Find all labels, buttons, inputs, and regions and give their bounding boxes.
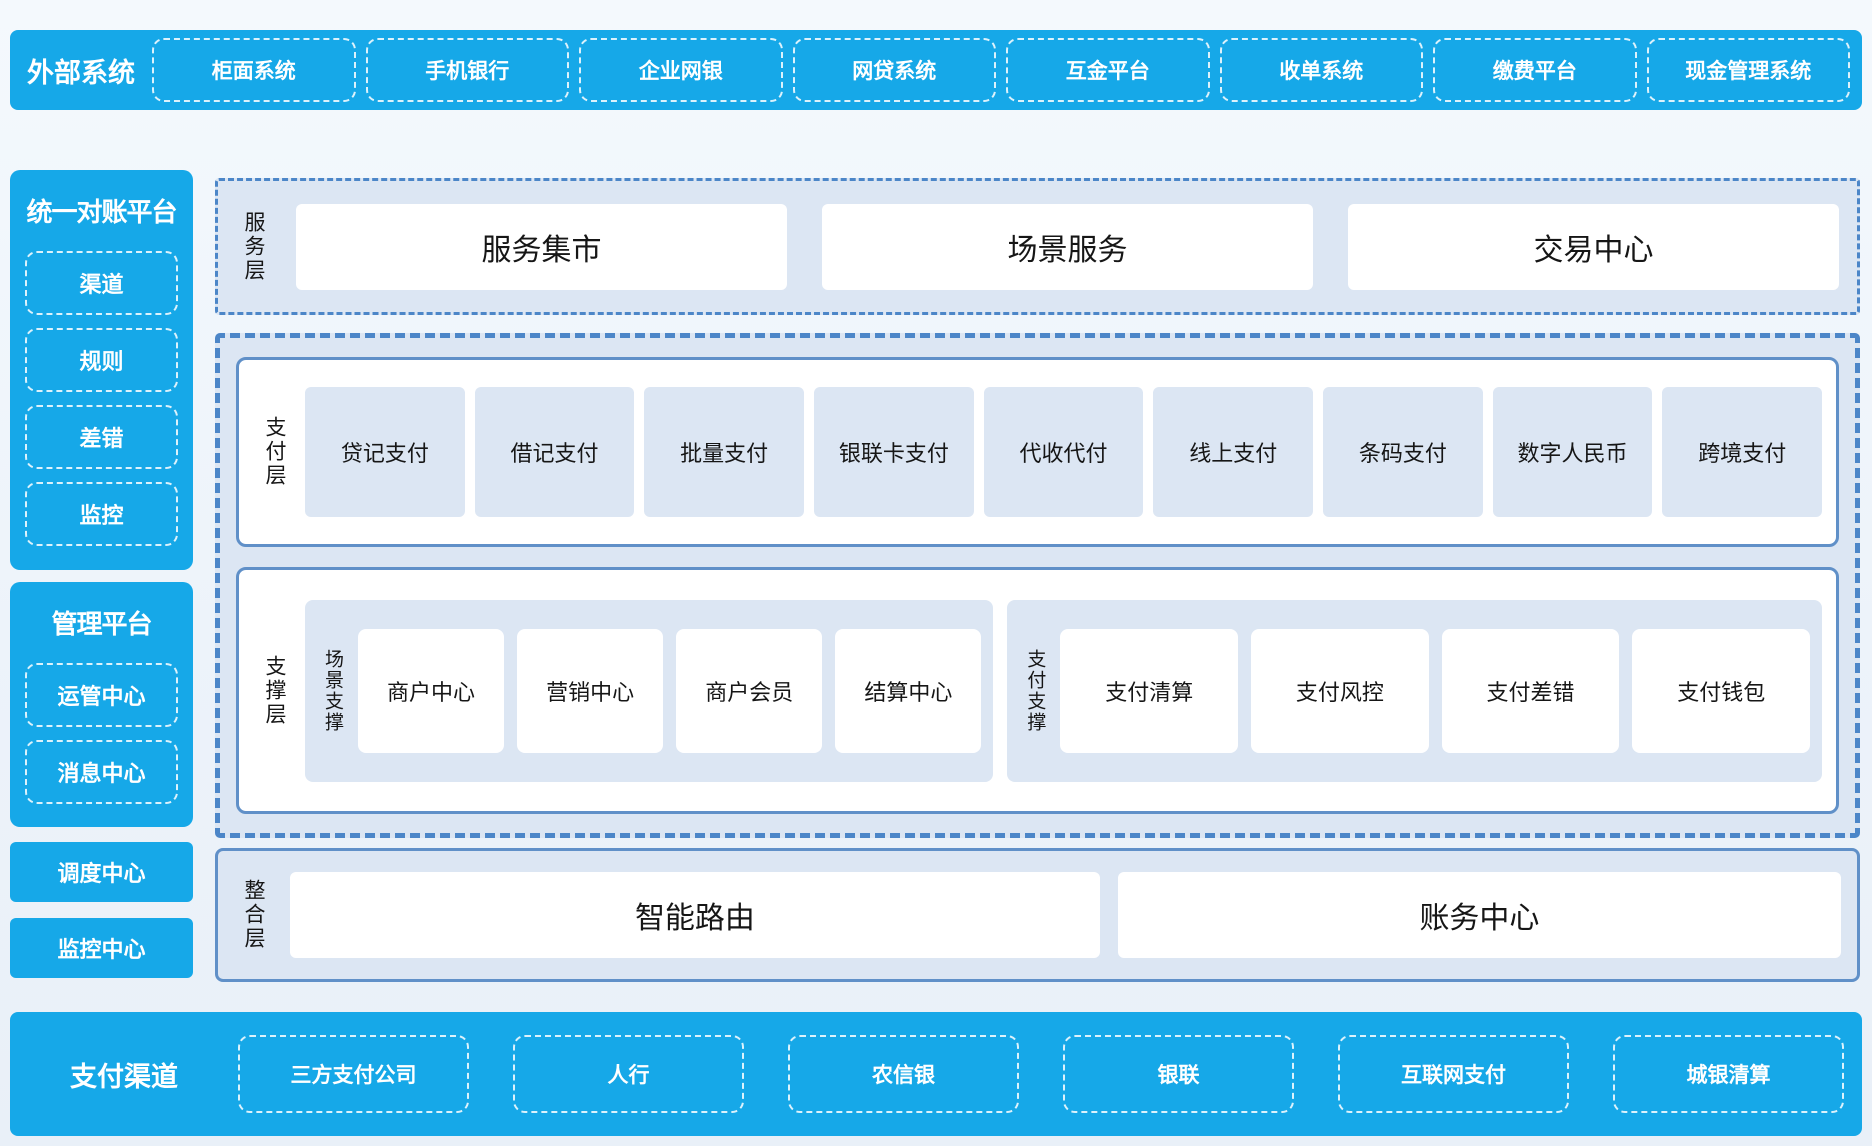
external-systems-bar: 外部系统 柜面系统手机银行企业网银网贷系统互金平台收单系统缴费平台现金管理系统 (10, 30, 1862, 110)
scene-support-label: 场景支撑 (322, 648, 343, 733)
reconciliation-platform-title: 统一对账平台 (26, 197, 177, 227)
payment-support-card: 支付钱包 (1632, 628, 1811, 753)
payment-item: 批量支付 (644, 387, 805, 517)
external-system-item: 企业网银 (579, 38, 783, 102)
integration-layer-label: 整合层 (242, 879, 265, 951)
management-platform-panel: 管理平台 运管中心消息中心 (10, 582, 193, 827)
payment-support-card: 支付清算 (1060, 628, 1239, 753)
support-layer-panel: 支撑层 场景支撑 商户中心营销中心商户会员结算中心 支付支撑 支付清算支付风控支… (236, 567, 1839, 814)
payment-channels-bar: 支付渠道 三方支付公司人行农信银银联互联网支付城银清算 (10, 1012, 1862, 1136)
service-card: 场景服务 (822, 203, 1313, 290)
payment-channel-item: 人行 (513, 1035, 744, 1113)
service-card: 交易中心 (1348, 203, 1839, 290)
payment-channel-item: 银联 (1063, 1035, 1294, 1113)
smart-routing-card: 智能路由 (290, 872, 1100, 958)
payment-items-list: 贷记支付借记支付批量支付银联卡支付代收代付线上支付条码支付数字人民币跨境支付 (305, 387, 1823, 517)
external-systems-label: 外部系统 (27, 57, 135, 88)
accounting-center-card: 账务中心 (1117, 872, 1841, 958)
payment-layer-label: 支付层 (263, 416, 286, 488)
payment-support-label: 支付支撑 (1024, 648, 1046, 733)
external-system-item: 现金管理系统 (1646, 38, 1850, 102)
external-system-item: 网贷系统 (792, 38, 996, 102)
payment-layer-panel: 支付层 贷记支付借记支付批量支付银联卡支付代收代付线上支付条码支付数字人民币跨境… (236, 357, 1839, 547)
service-layer-cards: 服务集市场景服务交易中心 (296, 203, 1839, 290)
payment-item: 跨境支付 (1662, 387, 1823, 517)
management-items-list: 运管中心消息中心 (10, 641, 193, 804)
payment-item: 贷记支付 (305, 387, 465, 517)
external-system-item: 收单系统 (1219, 38, 1423, 102)
reconciliation-item: 差错 (25, 405, 178, 469)
payment-support-cards: 支付清算支付风控支付差错支付钱包 (1060, 628, 1811, 753)
scene-support-card: 营销中心 (517, 628, 664, 753)
payment-item: 借记支付 (474, 387, 635, 517)
external-system-item: 互金平台 (1006, 38, 1210, 102)
scene-support-card: 商户会员 (676, 628, 823, 753)
payment-channels-list: 三方支付公司人行农信银银联互联网支付城银清算 (238, 1035, 1862, 1113)
support-layer-label: 支撑层 (263, 654, 286, 727)
payment-channel-item: 城银清算 (1613, 1035, 1844, 1113)
scene-support-group: 场景支撑 商户中心营销中心商户会员结算中心 (305, 599, 994, 782)
management-platform-title: 管理平台 (51, 609, 152, 639)
monitoring-center-block: 监控中心 (10, 918, 193, 978)
payment-channel-item: 三方支付公司 (238, 1035, 469, 1113)
service-card: 服务集市 (296, 203, 787, 290)
payment-support-card: 支付差错 (1441, 628, 1620, 753)
external-system-item: 缴费平台 (1433, 38, 1637, 102)
service-layer-label: 服务层 (242, 210, 265, 283)
dispatch-center-block: 调度中心 (10, 842, 193, 902)
payment-item: 代收代付 (983, 387, 1144, 517)
payment-core-container: 支付层 贷记支付借记支付批量支付银联卡支付代收代付线上支付条码支付数字人民币跨境… (215, 333, 1860, 838)
support-groups: 场景支撑 商户中心营销中心商户会员结算中心 支付支撑 支付清算支付风控支付差错支… (305, 599, 1822, 782)
reconciliation-item: 监控 (25, 482, 178, 546)
payment-channels-label: 支付渠道 (70, 1061, 178, 1092)
payment-support-group: 支付支撑 支付清算支付风控支付差错支付钱包 (1007, 599, 1822, 782)
reconciliation-platform-panel: 统一对账平台 渠道规则差错监控 (10, 170, 193, 570)
management-item: 运管中心 (25, 663, 178, 727)
scene-support-card: 结算中心 (835, 628, 982, 753)
payment-item: 银联卡支付 (814, 387, 974, 517)
reconciliation-item: 规则 (25, 328, 178, 392)
integration-cards: 智能路由 账务中心 (290, 872, 1841, 958)
integration-layer-panel: 整合层 智能路由 账务中心 (215, 848, 1860, 982)
scene-support-cards: 商户中心营销中心商户会员结算中心 (358, 628, 982, 753)
payment-support-card: 支付风控 (1251, 628, 1429, 753)
payment-item: 条码支付 (1323, 387, 1483, 517)
payment-item: 数字人民币 (1492, 387, 1653, 517)
external-systems-list: 柜面系统手机银行企业网银网贷系统互金平台收单系统缴费平台现金管理系统 (152, 38, 1862, 102)
scene-support-card: 商户中心 (358, 628, 505, 753)
reconciliation-item: 渠道 (25, 251, 178, 315)
external-system-item: 手机银行 (365, 38, 569, 102)
reconciliation-items-list: 渠道规则差错监控 (10, 229, 193, 546)
payment-item: 线上支付 (1153, 387, 1314, 517)
payment-channel-item: 农信银 (788, 1035, 1019, 1113)
management-item: 消息中心 (25, 740, 178, 804)
external-system-item: 柜面系统 (152, 38, 356, 102)
service-layer-container: 服务层 服务集市场景服务交易中心 (215, 178, 1860, 315)
payment-channel-item: 互联网支付 (1338, 1035, 1569, 1113)
